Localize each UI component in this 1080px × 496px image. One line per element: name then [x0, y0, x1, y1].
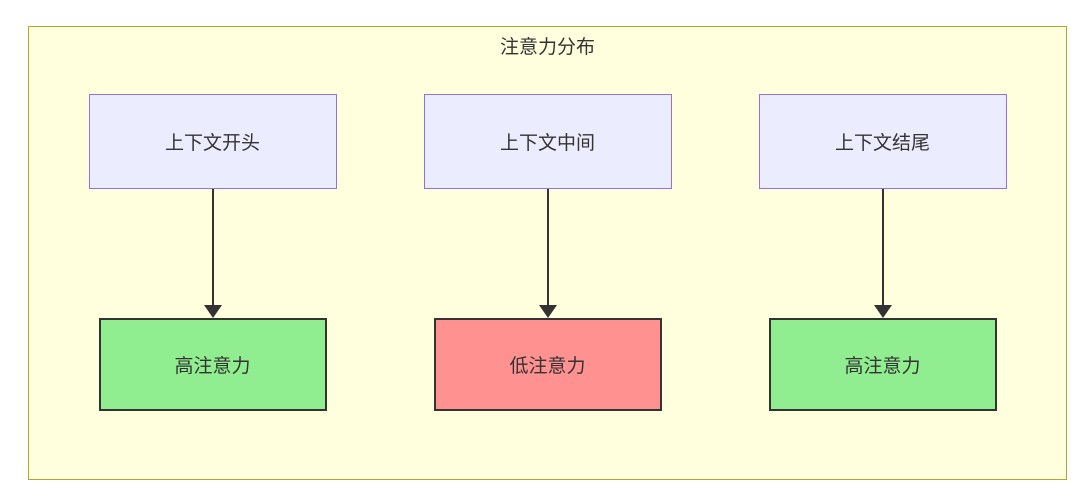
- arrow-line: [546, 189, 549, 305]
- arrow-down-icon: [203, 189, 222, 318]
- arrow-down-icon: [538, 189, 557, 318]
- target-node-low-attention: 低注意力: [433, 318, 662, 411]
- arrow-line: [881, 189, 884, 305]
- arrow-down-icon: [873, 189, 892, 318]
- source-node-label: 上下文中间: [499, 133, 595, 154]
- flow-column-context-end: 上下文结尾 高注意力: [758, 94, 1007, 411]
- source-node-context-start: 上下文开头: [88, 94, 337, 189]
- source-node-context-middle: 上下文中间: [423, 94, 672, 189]
- source-node-context-end: 上下文结尾: [758, 94, 1007, 189]
- arrow-head-icon: [538, 305, 557, 318]
- source-node-label: 上下文开头: [164, 133, 260, 154]
- flow-columns: 上下文开头 高注意力 上下文中间 低注意力 上下文结: [29, 94, 1066, 411]
- source-node-label: 上下文结尾: [834, 133, 930, 154]
- target-node-label: 高注意力: [174, 356, 251, 377]
- diagram-title: 注意力分布: [499, 37, 595, 58]
- flow-column-context-start: 上下文开头 高注意力: [88, 94, 337, 411]
- target-node-label: 低注意力: [509, 356, 586, 377]
- target-node-high-attention: 高注意力: [768, 318, 997, 411]
- target-node-label: 高注意力: [844, 356, 921, 377]
- arrow-head-icon: [203, 305, 222, 318]
- target-node-high-attention: 高注意力: [98, 318, 327, 411]
- arrow-line: [211, 189, 214, 305]
- flow-column-context-middle: 上下文中间 低注意力: [423, 94, 672, 411]
- arrow-head-icon: [873, 305, 892, 318]
- attention-distribution-diagram: 注意力分布 上下文开头 高注意力 上下文中间 低注意力: [28, 26, 1067, 480]
